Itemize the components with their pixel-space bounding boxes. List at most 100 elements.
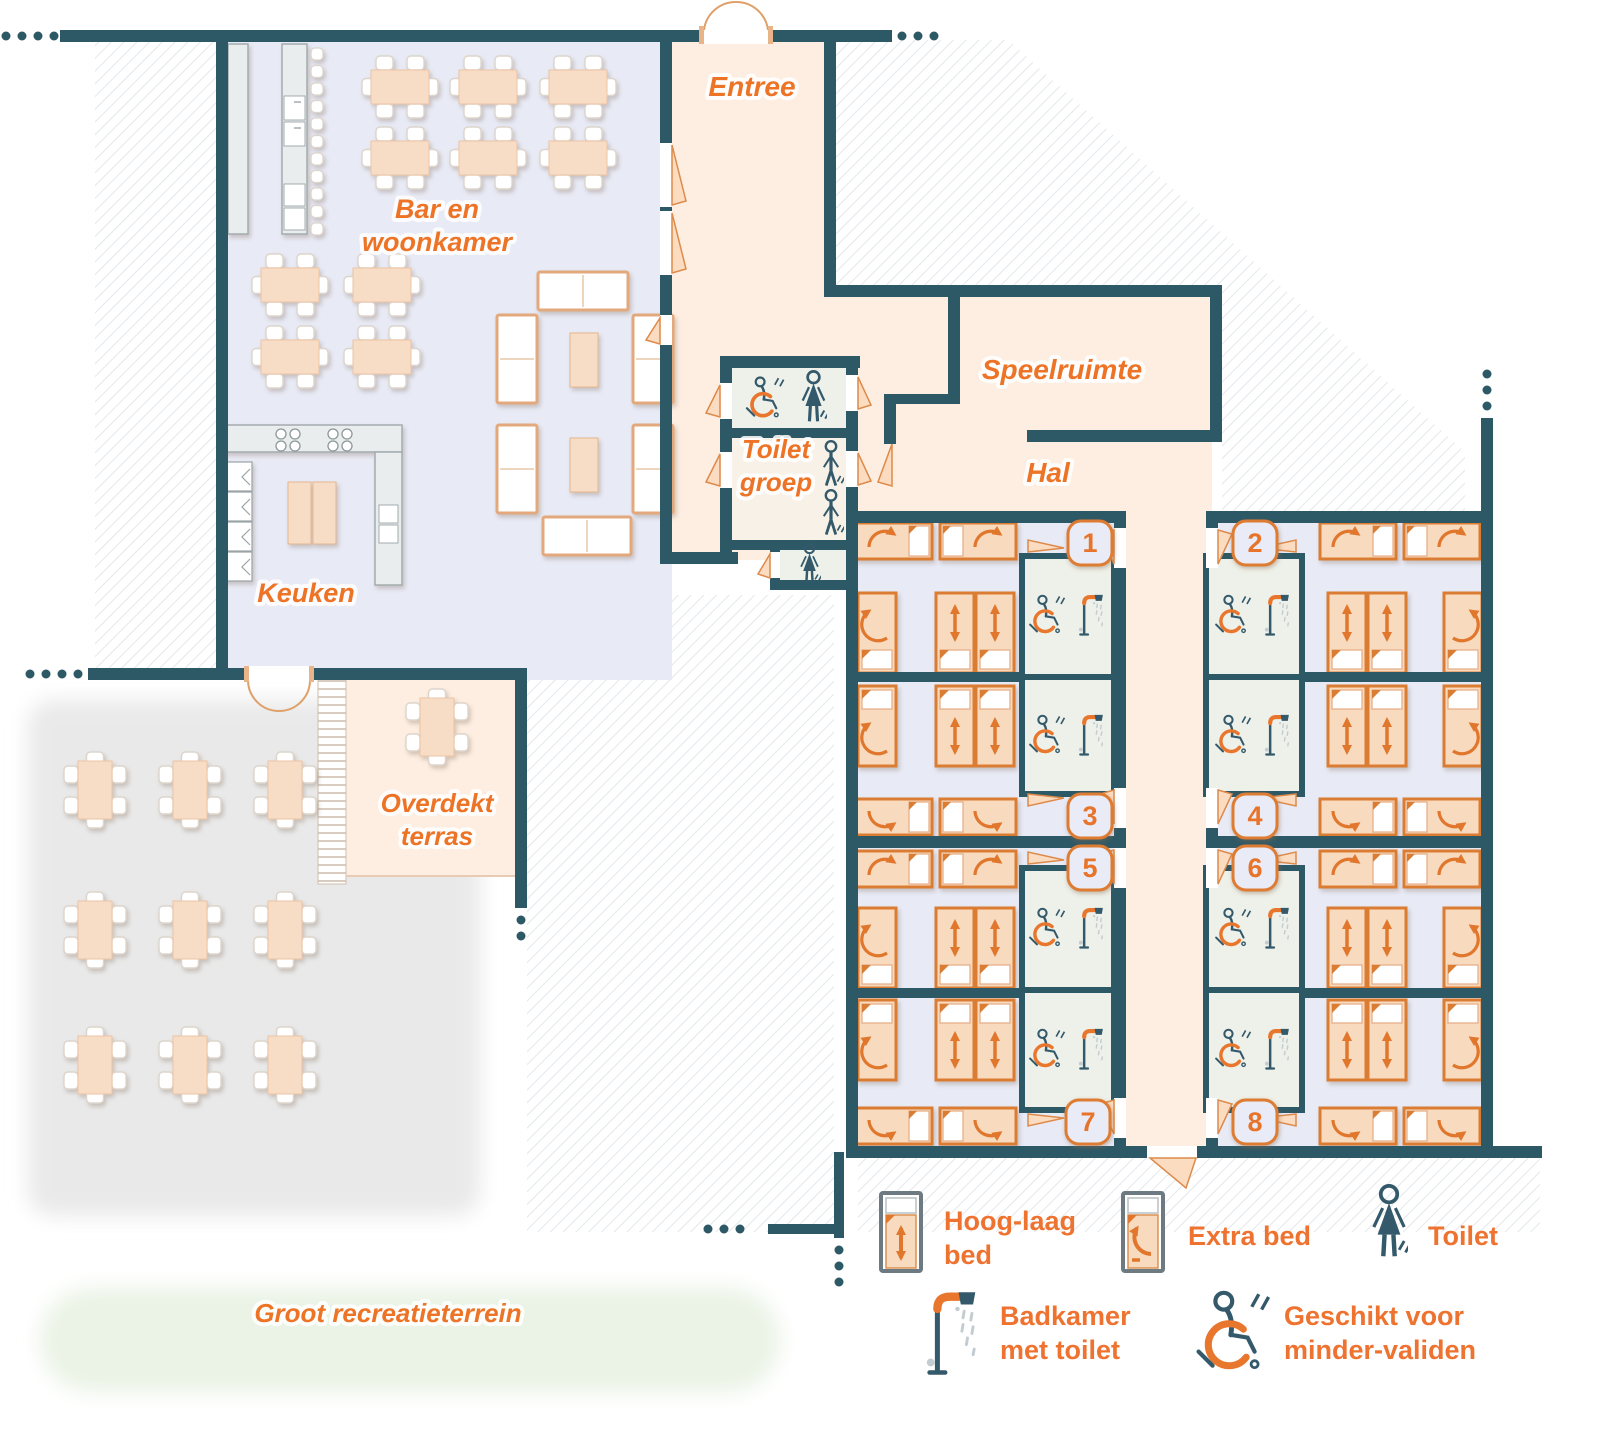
door	[1206, 1098, 1234, 1138]
extra-bed	[1442, 906, 1484, 990]
wall-continuation-dot	[33, 31, 43, 41]
door	[1206, 848, 1234, 888]
toilet-groep-floor	[732, 438, 846, 540]
bar-stool	[310, 134, 324, 149]
wall	[720, 540, 858, 550]
door	[660, 143, 687, 207]
bar-stool	[310, 99, 324, 114]
legend-label: Hoog-laag	[944, 1206, 1076, 1236]
dining-table	[449, 126, 527, 190]
dining-table	[343, 253, 421, 317]
hoog-laag-bed	[974, 906, 1016, 990]
dining-table	[158, 751, 222, 829]
extra-bed-horizontal	[938, 797, 1018, 837]
wall	[88, 668, 248, 680]
door	[1147, 1146, 1198, 1190]
hoog-laag-bed	[934, 591, 976, 675]
hoog-laag-bed	[934, 684, 976, 768]
bar-stool	[310, 82, 324, 96]
wall	[824, 285, 1222, 297]
accessible-toilet-floor	[732, 368, 846, 428]
dining-table	[539, 126, 617, 190]
wall-continuation-dot	[703, 1224, 713, 1234]
wall	[846, 836, 1126, 848]
wall	[846, 356, 858, 1158]
hal-floor	[846, 430, 1212, 515]
door	[1206, 788, 1234, 828]
wall-continuation-dot	[929, 31, 939, 41]
dining-table	[63, 891, 127, 969]
wall-continuation-dot	[57, 669, 67, 679]
wall	[884, 394, 960, 404]
door	[644, 315, 672, 345]
wall	[660, 552, 738, 564]
legend-label: minder-validen	[1284, 1335, 1476, 1365]
dining-table	[343, 325, 421, 389]
bar-stool	[310, 222, 324, 236]
wall	[948, 297, 960, 400]
label-overdekt-terras: Overdekt	[381, 788, 495, 818]
wall-continuation-dot	[834, 1277, 844, 1287]
extra-bed-horizontal	[1318, 521, 1398, 561]
wall	[60, 30, 703, 42]
dining-table	[251, 325, 329, 389]
wall-continuation-dot	[73, 669, 83, 679]
sofa	[495, 423, 539, 515]
extra-bed-horizontal	[854, 1106, 934, 1146]
door	[1027, 1113, 1065, 1127]
wall-continuation-dot	[719, 1224, 729, 1234]
hoog-laag-bed	[1326, 998, 1368, 1082]
hatch-areas	[95, 40, 1540, 1232]
extra-bed-horizontal	[1402, 1106, 1482, 1146]
room-badge-7: 7	[1064, 1098, 1112, 1146]
wall	[846, 988, 1126, 998]
bar-stool	[310, 47, 324, 61]
dining-table	[158, 1026, 222, 1104]
extra-bed-horizontal	[1318, 849, 1398, 889]
wall	[660, 30, 672, 562]
hooglaag-icon	[881, 1193, 921, 1271]
bar-stool	[310, 64, 324, 79]
room-number: 1	[1082, 528, 1097, 558]
wall	[1206, 988, 1493, 998]
door	[704, 452, 732, 488]
door	[846, 375, 873, 411]
room-badge-4: 4	[1231, 792, 1279, 840]
wall-continuation-dot	[25, 669, 35, 679]
hoog-laag-bed	[1366, 591, 1408, 675]
room-badge-6: 6	[1231, 844, 1279, 892]
extra-bed-horizontal	[854, 521, 934, 561]
hoog-laag-bed	[934, 906, 976, 990]
legend-label: met toilet	[1000, 1335, 1120, 1365]
extra-bed-horizontal	[1402, 797, 1482, 837]
extra-bed-horizontal	[1402, 521, 1482, 561]
wall	[1027, 430, 1212, 442]
terras-double-door	[247, 679, 311, 712]
extra-bed-horizontal	[938, 849, 1018, 889]
wall	[1206, 511, 1493, 523]
wall	[846, 511, 1126, 523]
decking	[317, 677, 347, 885]
extra-bed-horizontal	[854, 797, 934, 837]
extra-icon	[1123, 1193, 1163, 1271]
wall	[216, 30, 228, 680]
dining-table	[253, 751, 317, 829]
legend-label: Geschikt voor	[1284, 1301, 1465, 1331]
door	[846, 451, 873, 487]
sofa	[541, 515, 633, 557]
dining-table	[361, 55, 439, 119]
bar-stool	[310, 169, 324, 184]
wall-continuation-dot	[1482, 401, 1492, 411]
wall	[770, 580, 858, 590]
dining-table	[253, 1026, 317, 1104]
extra-bed	[1442, 684, 1484, 768]
wall-continuation-dot	[735, 1224, 745, 1234]
room-badge-5: 5	[1066, 844, 1114, 892]
sofa	[536, 270, 630, 312]
bar-stool	[310, 152, 324, 166]
sofa	[495, 313, 539, 405]
